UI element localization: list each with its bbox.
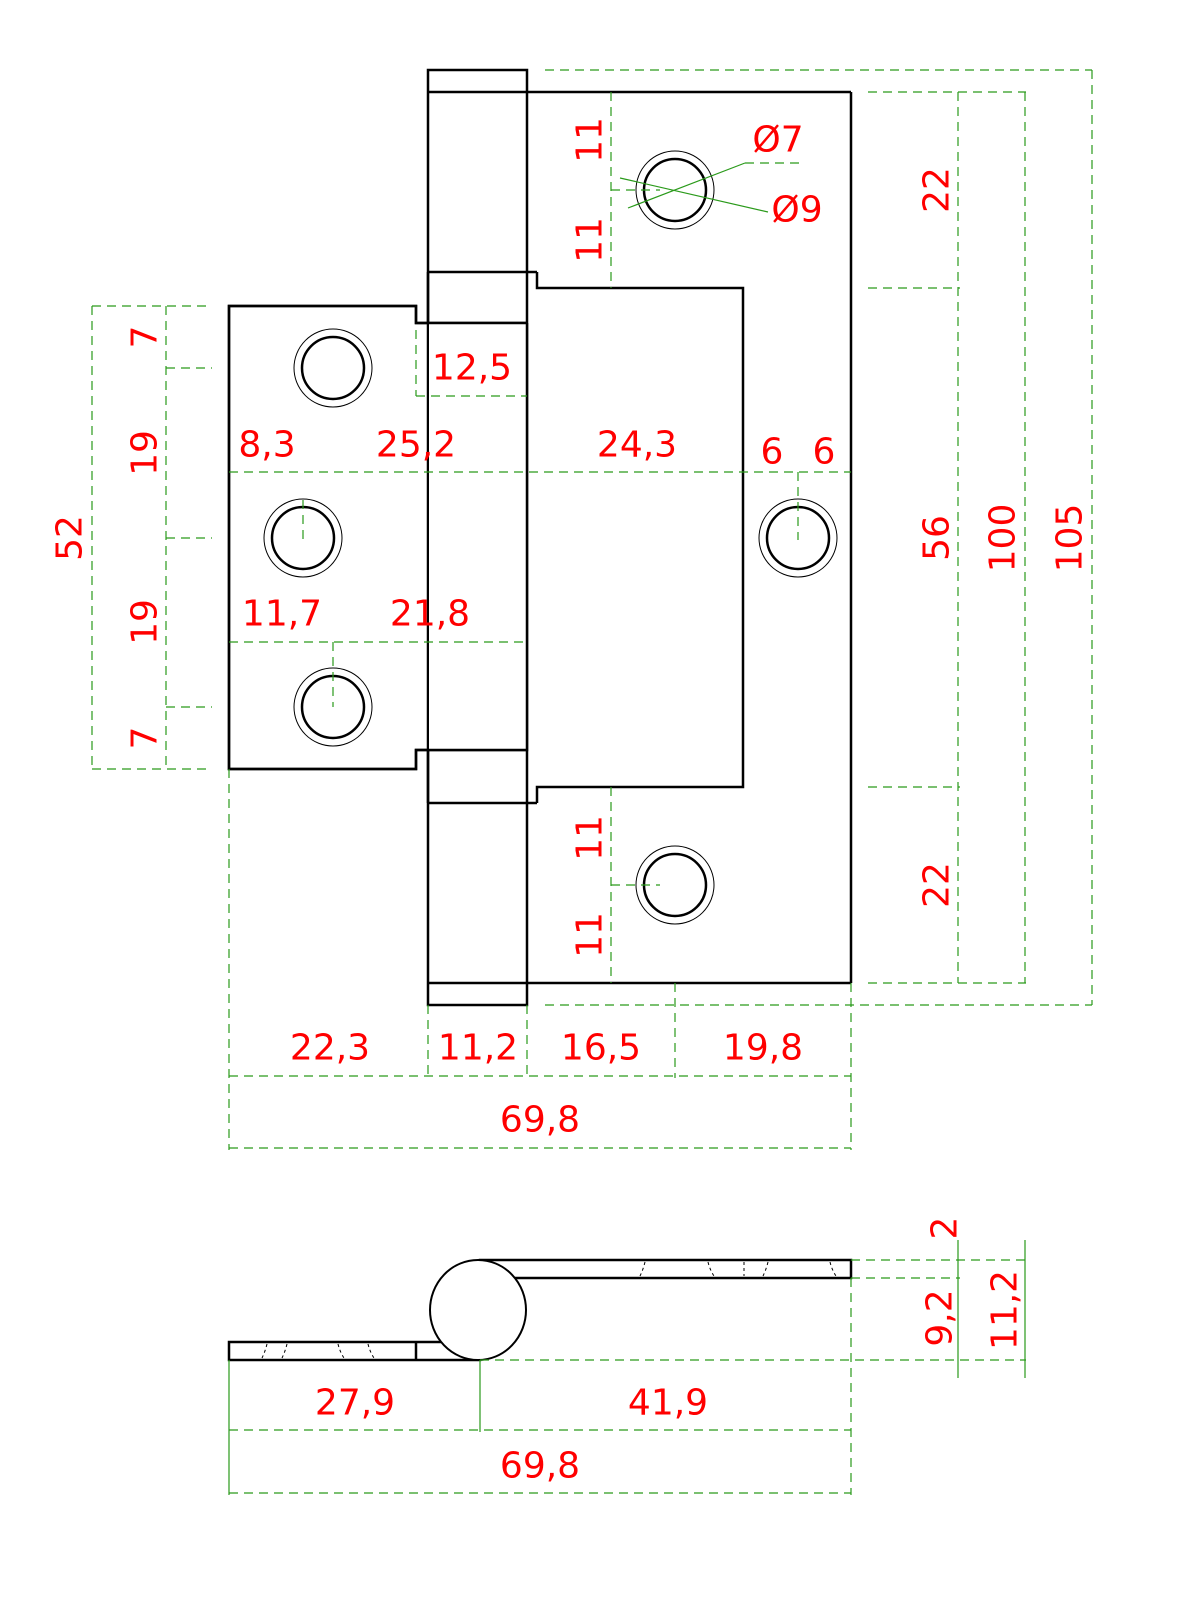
dim-label: 52 xyxy=(50,515,91,561)
dim-label: 19,8 xyxy=(723,1028,803,1069)
dim-label: 6 xyxy=(761,432,784,473)
dim-label: 11,2 xyxy=(985,1270,1026,1350)
dim-label: 7 xyxy=(125,326,166,349)
dim-label: 11 xyxy=(570,912,611,958)
dim-label: 105 xyxy=(1050,504,1091,573)
dim-label: 11 xyxy=(570,815,611,861)
mounting-holes xyxy=(263,150,838,925)
dim-label: 11 xyxy=(570,117,611,163)
dim-label: 22,3 xyxy=(290,1028,370,1069)
hole xyxy=(293,328,373,408)
dim-label: 56 xyxy=(917,515,958,561)
dim-label: 2 xyxy=(925,1217,966,1240)
front-view-outline xyxy=(227,68,853,1007)
dim-label: 8,3 xyxy=(238,425,295,466)
dim-label: 7 xyxy=(125,727,166,750)
side-view-outline xyxy=(227,1258,853,1362)
dim-label: 41,9 xyxy=(628,1383,708,1424)
dim-label: 12,5 xyxy=(432,348,512,389)
dim-label: 6 xyxy=(813,432,836,473)
dim-label: 22 xyxy=(917,862,958,908)
front-dimension-labels: Ø7 Ø9 11 11 11 11 22 56 22 100 105 24,3 … xyxy=(50,117,1091,1140)
dim-label: 16,5 xyxy=(561,1028,641,1069)
outer-diameter-label: Ø9 xyxy=(771,190,822,231)
front-dimension-lines xyxy=(91,69,1093,1150)
dim-label: 11,2 xyxy=(438,1028,518,1069)
dim-label: 100 xyxy=(983,504,1024,573)
dim-label: 11,7 xyxy=(242,594,322,635)
inner-diameter-label: Ø7 xyxy=(752,120,803,161)
dim-label: 21,8 xyxy=(390,594,470,635)
side-dimension-labels: 2 9,2 11,2 27,9 41,9 69,8 xyxy=(315,1217,1026,1487)
dim-label: 9,2 xyxy=(920,1289,961,1346)
dim-label: 22 xyxy=(917,167,958,213)
dim-label: 25,2 xyxy=(376,425,456,466)
dim-label: 19 xyxy=(125,599,166,645)
dim-label: 69,8 xyxy=(500,1100,580,1141)
dim-label: 11 xyxy=(570,217,611,263)
dim-label: 19 xyxy=(125,430,166,476)
right-leaf-cutout xyxy=(535,272,745,803)
side-dimension-lines xyxy=(228,1240,1026,1495)
dim-label: 69,8 xyxy=(500,1446,580,1487)
dim-label: 24,3 xyxy=(597,425,677,466)
dim-label: 27,9 xyxy=(315,1383,395,1424)
